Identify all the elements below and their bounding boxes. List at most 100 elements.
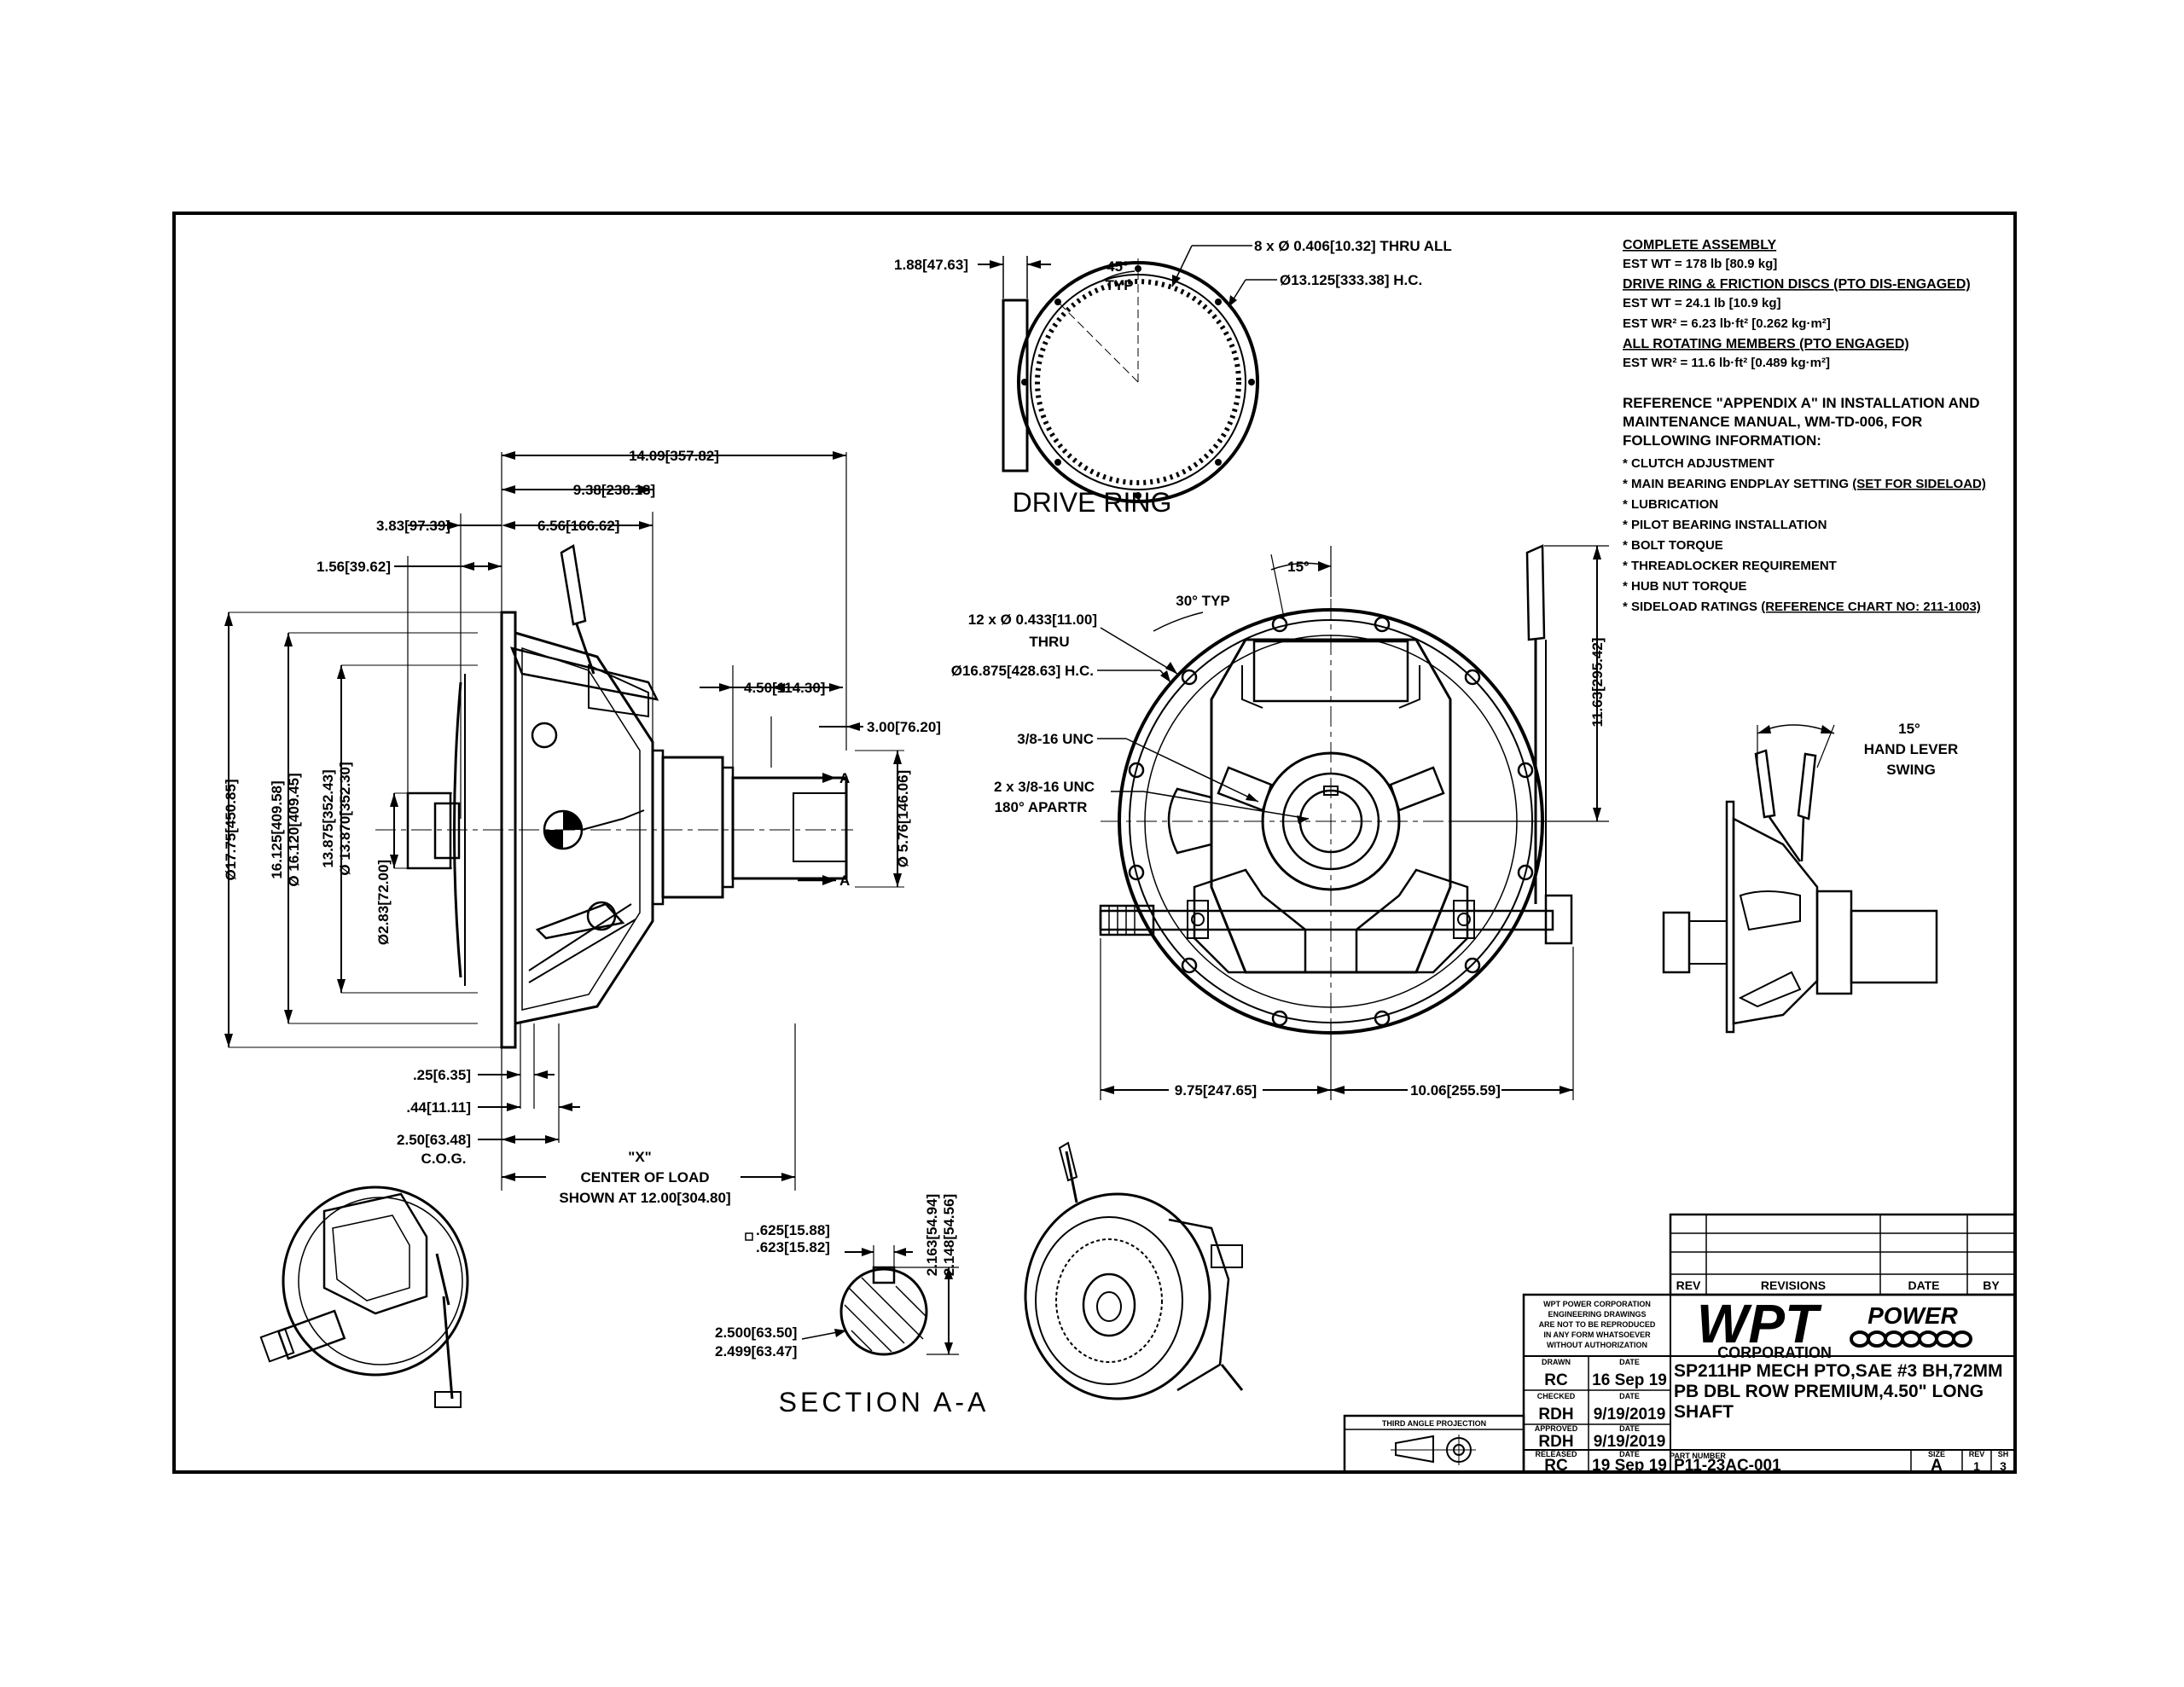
dim-swing: SWING [1886, 762, 1936, 778]
dim-hand-lever: HAND LEVER [1864, 741, 1959, 757]
approved-date: 9/19/2019 [1594, 1433, 1666, 1451]
part-number: P11-23AC-001 [1674, 1457, 1781, 1475]
drawing-border [172, 212, 2017, 1474]
dim-shown-at: SHOWN AT 12.00[304.80] [559, 1190, 730, 1206]
note-reference-line2: MAINTENANCE MANUAL, WM-TD-006, FOR [1623, 414, 1922, 430]
shaft-section [839, 1267, 928, 1356]
drive-ring-bolt-holes [1021, 265, 1255, 499]
dim-unc-apart: 180° APARTR [995, 799, 1088, 815]
note-reference-line3: FOLLOWING INFORMATION: [1623, 432, 1821, 449]
dim-lever-15: 15° [1898, 721, 1920, 737]
shaft-keyway [793, 792, 847, 862]
drive-ring-side-profile [1002, 299, 1029, 472]
hdr-checked: CHECKED [1537, 1392, 1576, 1400]
wpt-logo: WPT [1697, 1293, 1822, 1354]
note-bullet-lubrication: * LUBRICATION [1623, 497, 1718, 512]
iso-view-right [1024, 1141, 1244, 1400]
hdr-drawn: DRAWN [1542, 1358, 1571, 1366]
drive-ring-teeth [1035, 279, 1241, 485]
drive-ring-angle-typ: TYP [1105, 277, 1133, 293]
legal-line4: IN ANY FORM WHATSOEVER [1543, 1330, 1651, 1339]
revisions-col-header: REVISIONS [1761, 1278, 1826, 1292]
front-hub-outer [1261, 751, 1401, 891]
dim-15-front: 15° [1287, 559, 1310, 575]
hand-lever-swing-1 [1754, 749, 1776, 819]
hub-nut [433, 802, 461, 860]
dim-dia-13870: Ø 13.870[352.30] [337, 762, 353, 875]
hdr-drawn-date: DATE [1619, 1358, 1640, 1366]
approved-by: RDH [1538, 1433, 1573, 1451]
note-bullet-pilot-bearing: * PILOT BEARING INSTALLATION [1623, 518, 1827, 532]
projection-cone-icon [1395, 1435, 1434, 1464]
hdr-approved: APPROVED [1535, 1424, 1578, 1433]
yoke-lever [535, 902, 625, 940]
legal-line5: WITHOUT AUTHORIZATION [1547, 1341, 1647, 1349]
note-drive-ring-discs: DRIVE RING & FRICTION DISCS (PTO DIS-ENG… [1623, 277, 1971, 292]
dim-overall-length: 14.09[357.82] [629, 448, 719, 464]
note-wr2-ring: EST WR² = 6.23 lb·ft² [0.262 kg·m²] [1623, 316, 1831, 331]
hdr-checked-date: DATE [1619, 1392, 1640, 1400]
dim-1006: 10.06[255.59] [1410, 1082, 1501, 1099]
dim-dia-13875: 13.875[352.43] [320, 769, 336, 867]
note-wr2-rotating: EST WR² = 11.6 lb·ft² [0.489 kg·m²] [1623, 356, 1830, 370]
right-side-view: 15° HAND LEVER SWING [1662, 721, 1959, 1034]
note-complete-assembly: COMPLETE ASSEMBLY [1623, 238, 1777, 252]
note-bullet-sideload: * SIDELOAD RATINGS (REFERENCE CHART NO: … [1623, 600, 1981, 614]
note-bullet-endplay: * MAIN BEARING ENDPLAY SETTING (SET FOR … [1623, 477, 1986, 491]
dim-shaft-dia-1: 2.500[63.50] [715, 1325, 797, 1341]
flange-bolt-holes [1128, 616, 1534, 1027]
note-est-wt: EST WT = 178 lb [80.9 kg] [1623, 257, 1777, 271]
hand-lever-front [1525, 544, 1546, 641]
iso-view-left [259, 1186, 469, 1408]
dim-450: 4.50[114.30] [744, 680, 825, 696]
drawing-title-line1: SP211HP MECH PTO,SAE #3 BH,72MM [1674, 1361, 2003, 1381]
side-view: 14.09[357.82] 9.38[238.13] 3.83[97.39] 6… [223, 448, 941, 1206]
drive-ring-view: 1.88[47.63] 45° TYP 8 x Ø 0.406[10.32] T… [894, 238, 1452, 518]
drive-ring-hc-callout: Ø13.125[333.38] H.C. [1280, 272, 1422, 288]
third-angle-label: THIRD ANGLE PROJECTION [1382, 1419, 1486, 1428]
dim-dia-576: Ø 5.76[146.06] [895, 770, 911, 867]
hand-lever-side [560, 544, 587, 626]
hdr-rev: REV [1969, 1450, 1985, 1458]
drive-ring-label: DRIVE RING [1013, 487, 1172, 518]
legal-line1: WPT POWER CORPORATION [1543, 1300, 1651, 1308]
hdr-released: RELEASED [1535, 1450, 1577, 1458]
note-bullet-clutch: * CLUTCH ADJUSTMENT [1623, 456, 1774, 471]
assembly-notes: COMPLETE ASSEMBLY EST WT = 178 lb [80.9 … [1623, 238, 1986, 614]
section-a-a-label: SECTION A-A [779, 1387, 990, 1417]
drawing-size: A [1931, 1457, 1943, 1475]
hdr-size: SIZE [1928, 1450, 1945, 1458]
dim-unc-2x: 2 x 3/8-16 UNC [994, 779, 1095, 795]
drawn-date: 16 Sep 19 [1592, 1371, 1667, 1389]
dim-12-holes: 12 x Ø 0.433[11.00] [968, 612, 1097, 628]
section-arrow-a-bottom: A [839, 872, 850, 889]
section-a-a: .625[15.88] .623[15.82] 2.163[54.94] 2.1… [715, 1194, 990, 1417]
dim-hc-16875: Ø16.875[428.63] H.C. [951, 663, 1094, 679]
drawing-title-line3: SHAFT [1674, 1402, 1734, 1422]
dim-cog: C.O.G. [421, 1151, 467, 1167]
checked-date: 9/19/2019 [1594, 1406, 1666, 1423]
dim-x: "X" [628, 1149, 651, 1165]
released-date: 19 Sep 19 [1592, 1457, 1667, 1475]
hdr-approved-date: DATE [1619, 1424, 1640, 1433]
drive-ring-angle-dim: 45° [1107, 258, 1129, 275]
drawn-by: RC [1544, 1371, 1568, 1389]
wpt-logo-swoosh [1850, 1330, 1972, 1348]
dim-656: 6.56[166.62] [537, 518, 619, 534]
drive-ring-hole-callout: 8 x Ø 0.406[10.32] THRU ALL [1254, 238, 1452, 254]
released-by: RC [1544, 1457, 1568, 1475]
note-bullet-threadlocker: * THREADLOCKER REQUIREMENT [1623, 559, 1837, 573]
legal-line2: ENGINEERING DRAWINGS [1548, 1310, 1646, 1319]
clutch-housing [514, 631, 654, 1025]
flywheel-hub [406, 791, 452, 870]
note-bullet-bolt-torque: * BOLT TORQUE [1623, 538, 1723, 553]
note-bullet-hub-nut: * HUB NUT TORQUE [1623, 579, 1747, 594]
hdr-released-date: DATE [1619, 1450, 1640, 1458]
dim-shaft-dia-2: 2.499[63.47] [715, 1343, 797, 1359]
dim-250: 2.50[63.48] [397, 1132, 471, 1148]
drive-ring-thickness-dim: 1.88[47.63] [894, 257, 968, 273]
title-block: REV REVISIONS DATE BY WPT POWER CORPORAT… [1343, 1213, 2017, 1475]
rev-col-header: REV [1676, 1278, 1701, 1292]
dim-key-width-2: .623[15.82] [756, 1239, 830, 1255]
